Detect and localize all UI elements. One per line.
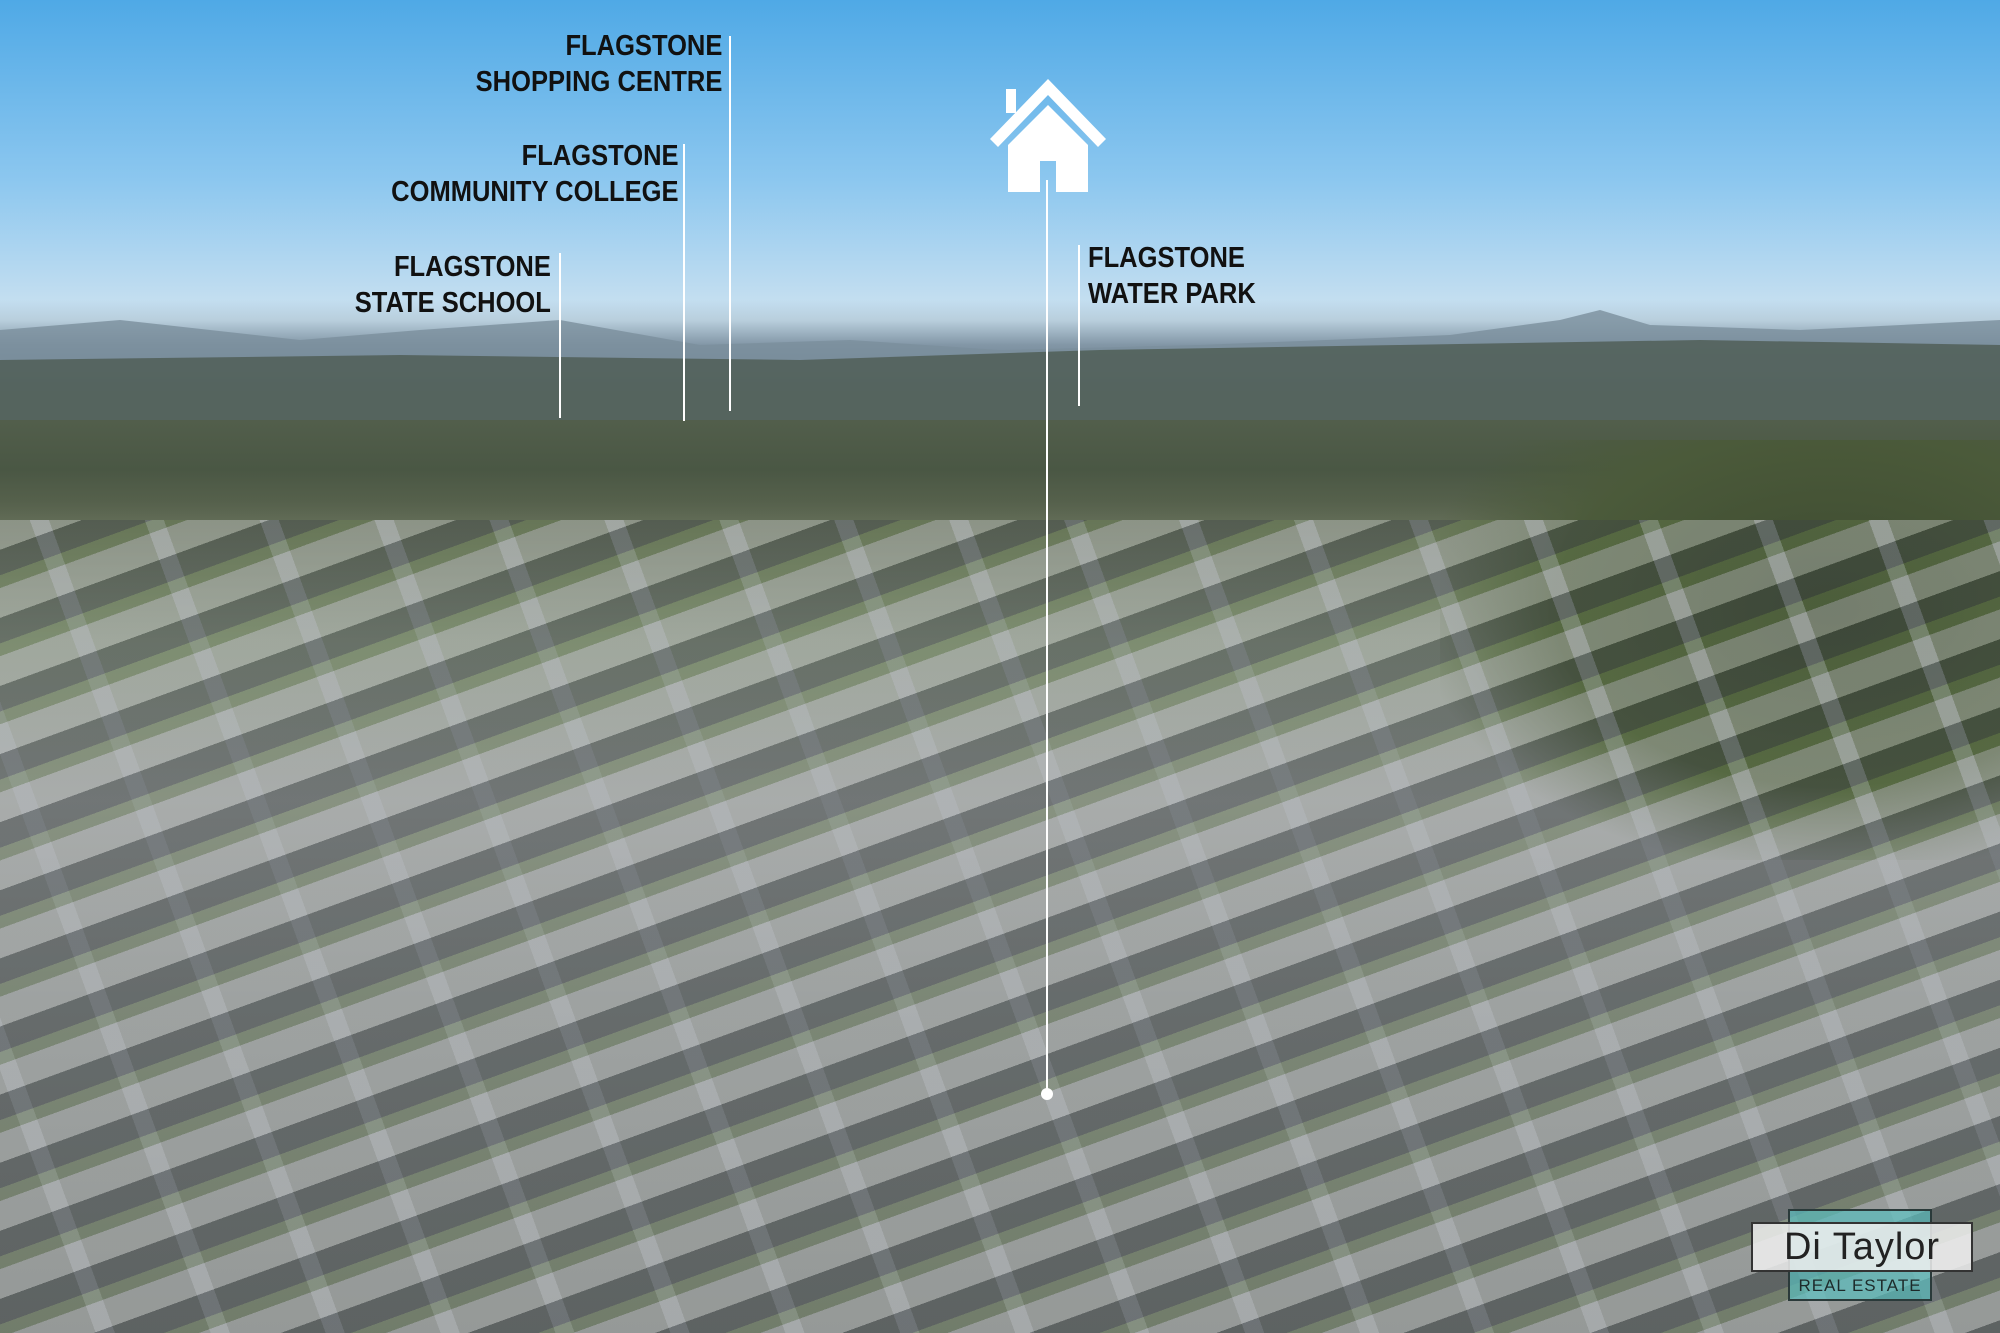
pointer-line-community-college xyxy=(683,144,685,421)
pointer-line-shopping-centre xyxy=(729,36,731,411)
suburb-housing xyxy=(0,520,2000,1333)
mountain-range xyxy=(0,310,2000,420)
logo-name: Di Taylor xyxy=(1751,1222,1973,1272)
property-location-dot xyxy=(1041,1088,1053,1100)
pointer-line-state-school xyxy=(559,253,561,418)
logo-subtitle: REAL ESTATE xyxy=(1798,1276,1922,1295)
house-icon xyxy=(990,79,1106,192)
pointer-line-water-park xyxy=(1078,245,1080,406)
property-pointer-line xyxy=(1046,180,1048,1094)
